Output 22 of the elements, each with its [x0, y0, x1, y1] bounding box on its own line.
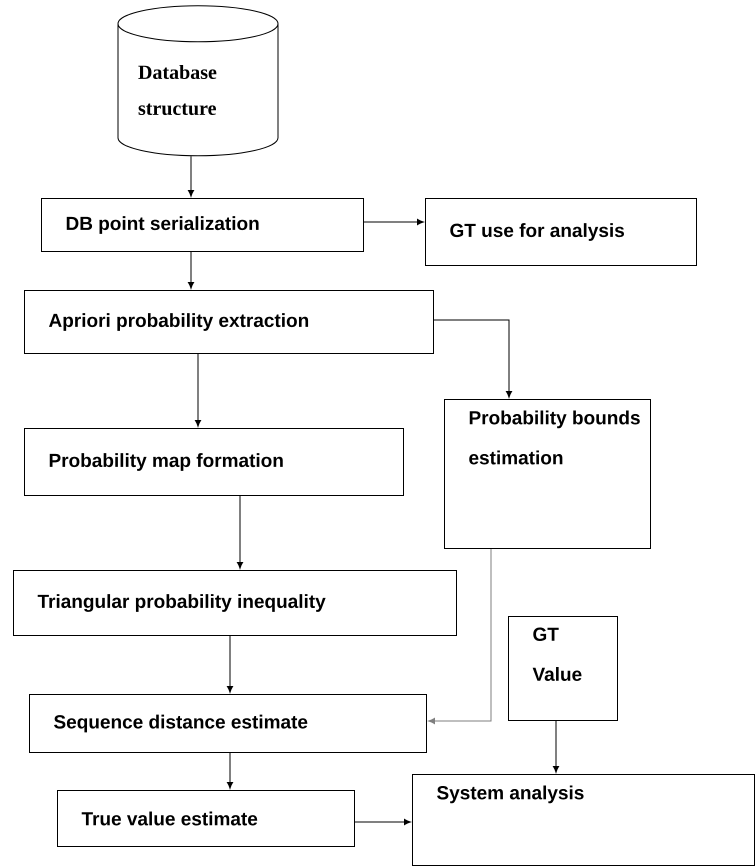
arrow — [552, 720, 560, 773]
arrow — [236, 496, 244, 569]
process-box: True value estimate — [57, 790, 355, 847]
process-box: GT Value — [508, 616, 618, 721]
arrow — [188, 156, 194, 197]
process-box: GT use for analysis — [425, 198, 697, 266]
process-box: System analysis — [412, 774, 755, 866]
arrow — [226, 752, 234, 789]
process-box: Sequence distance estimate — [29, 694, 427, 753]
process-box: DB point serialization — [41, 198, 364, 252]
arrow — [354, 818, 411, 826]
process-box: Probability bounds estimation — [444, 399, 651, 549]
arrow — [188, 252, 194, 289]
database-cylinder: Database structure — [118, 5, 278, 156]
arrow — [226, 636, 234, 693]
process-box: Probability map formation — [24, 428, 404, 496]
arrow — [434, 320, 512, 398]
arrow — [194, 354, 202, 427]
process-box: Apriori probability extraction — [24, 290, 434, 354]
process-box: Triangular probability inequality — [13, 570, 457, 636]
arrow — [428, 548, 492, 724]
arrow — [364, 218, 424, 226]
